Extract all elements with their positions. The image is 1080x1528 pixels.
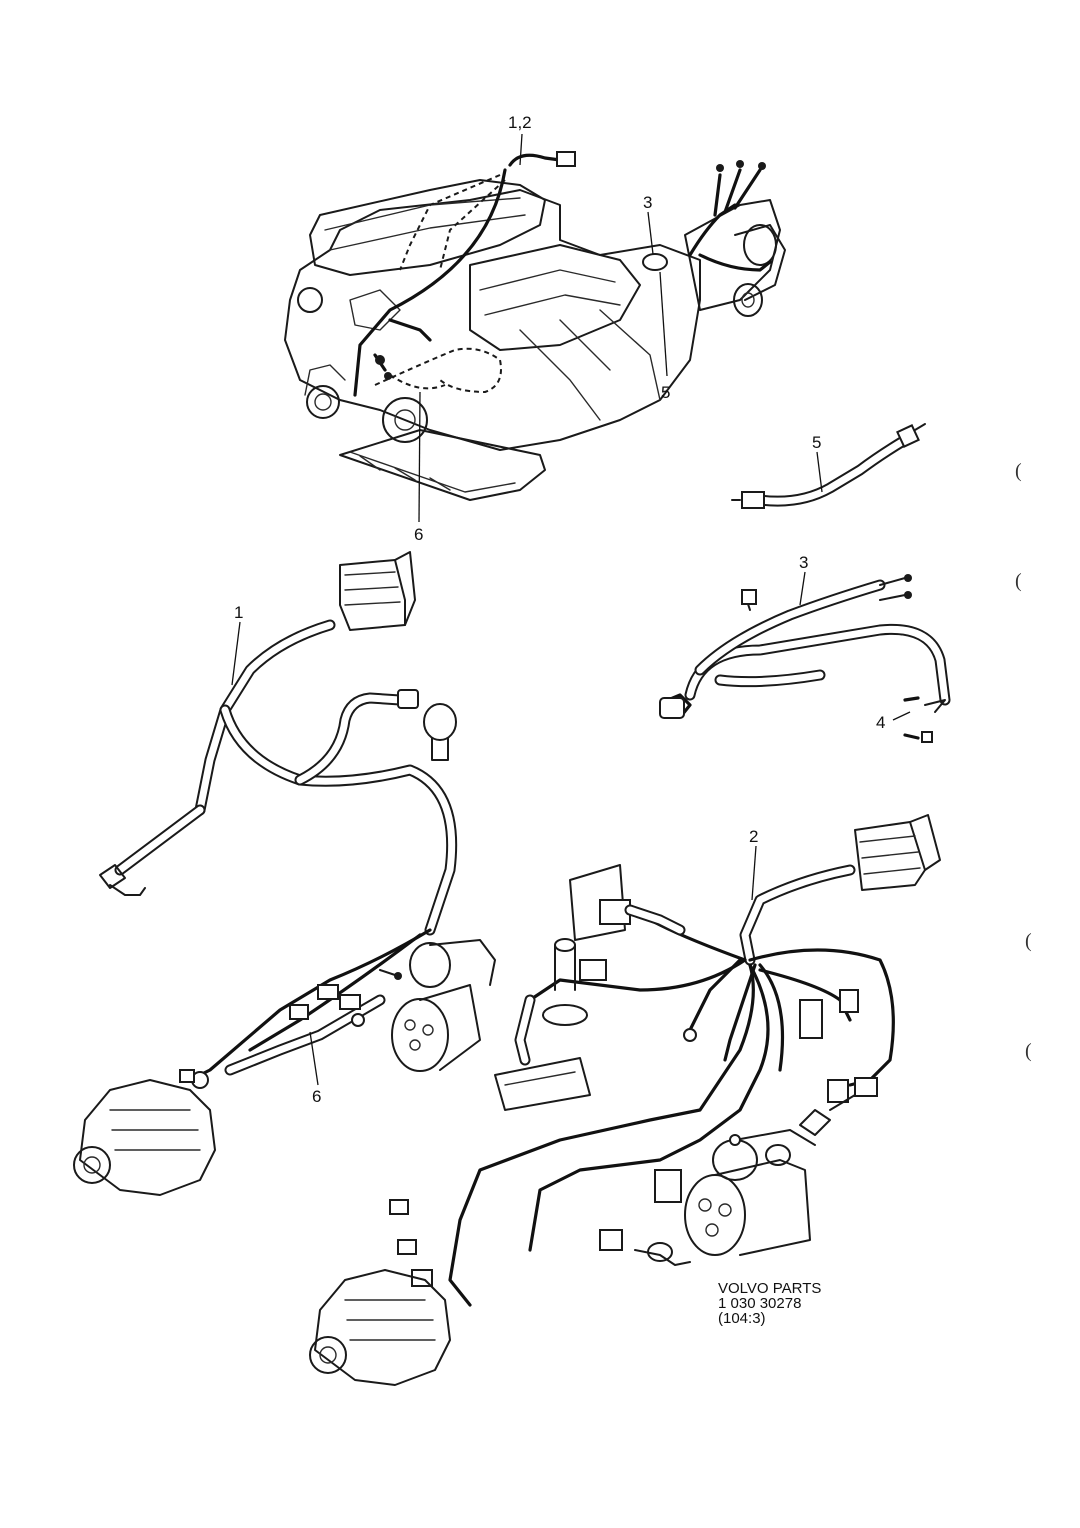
caption-part-number: 1 030 30278 xyxy=(718,1295,802,1312)
callout-3-engine: 3 xyxy=(643,193,652,212)
callout-labels: 1,2 3 5 6 5 3 4 1 2 6 xyxy=(234,113,885,1106)
caption-ref: (104:3) xyxy=(718,1310,766,1327)
caption-brand: VOLVO PARTS xyxy=(718,1280,822,1297)
engine-illustration xyxy=(284,151,786,501)
margin-mark: ( xyxy=(1025,1040,1032,1062)
callout-1-2: 1,2 xyxy=(508,113,532,132)
callout-6-engine: 6 xyxy=(414,525,423,544)
callout-4-harness: 4 xyxy=(876,713,885,732)
callout-3-harness: 3 xyxy=(799,553,808,572)
callout-leaders xyxy=(231,133,911,1086)
callout-6-harness: 6 xyxy=(312,1087,321,1106)
callout-5-engine: 5 xyxy=(661,383,670,402)
harness-3-4-illustration xyxy=(659,574,951,743)
callout-5-harness: 5 xyxy=(812,433,821,452)
part-number-caption: VOLVO PARTS 1 030 30278 (104:3) xyxy=(718,1281,821,1326)
margin-mark: ( xyxy=(1015,570,1022,592)
margin-mark: ( xyxy=(1015,460,1022,482)
margin-mark: ( xyxy=(1025,930,1032,952)
callout-1-harness: 1 xyxy=(234,603,243,622)
harness-5-illustration xyxy=(731,423,926,509)
harness-2-illustration xyxy=(309,814,941,1386)
harness-1-illustration xyxy=(73,551,496,1196)
callout-2-harness: 2 xyxy=(749,827,758,846)
